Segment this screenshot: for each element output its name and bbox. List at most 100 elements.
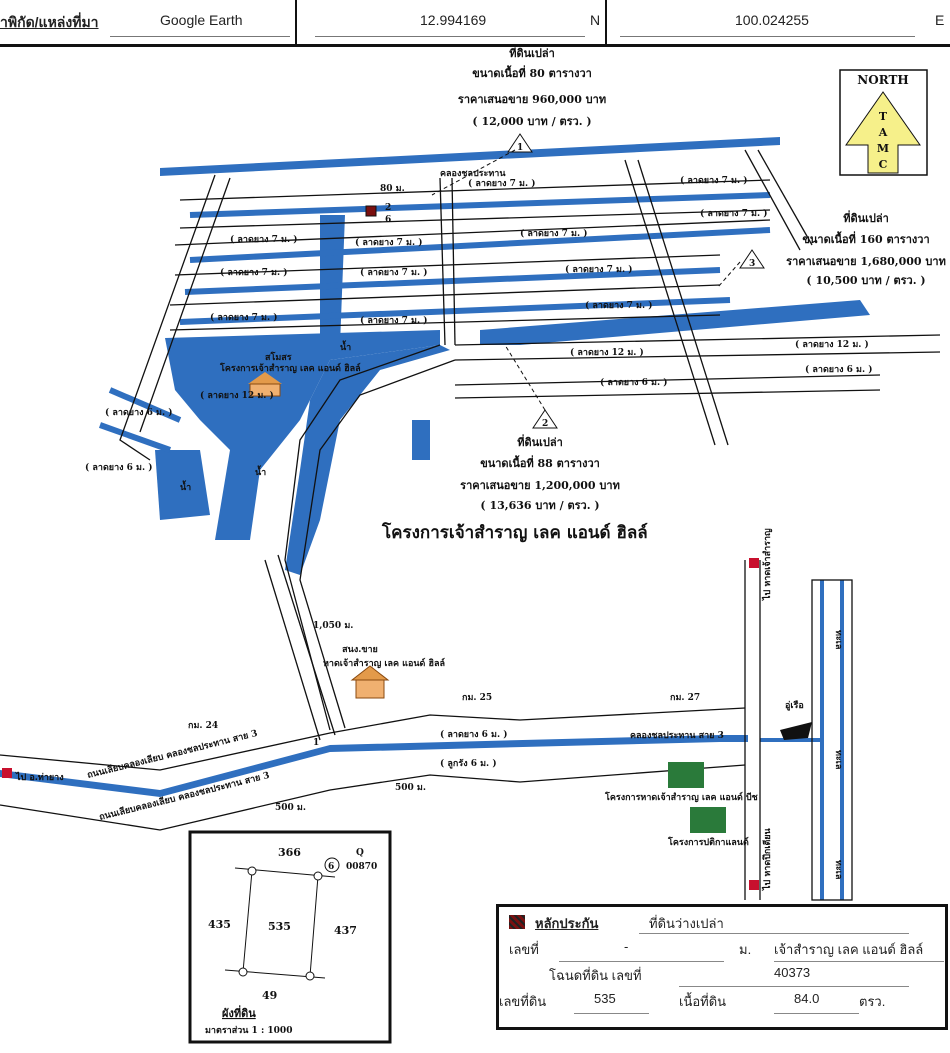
- canal-3-label: คลองชลประทาน สาย 3: [630, 730, 724, 741]
- area-value: 84.0: [794, 991, 820, 1006]
- map-label: 3: [749, 259, 755, 269]
- map-label: ผังที่ดิน: [222, 1005, 256, 1020]
- map-label: M: [877, 142, 889, 155]
- to-chaosamran-label: ไป หาดเจ้าสำราญ: [761, 528, 773, 601]
- distance-500-west: 500 ม.: [275, 803, 306, 813]
- beach-project-label: โครงการหาดเจ้าสำราญ เลค แอนด์ บีช: [604, 791, 758, 803]
- map-label: มาตราส่วน 1 : 1000: [205, 1025, 292, 1036]
- underline: [110, 36, 290, 37]
- house-no-value: -: [624, 939, 629, 954]
- map-label: 1: [517, 143, 523, 153]
- patika-project-icon: [690, 807, 726, 833]
- patika-project-label: โครงการปติกาแลนด์: [667, 836, 749, 848]
- road-label: ( ลาดยาง 12 ม. ): [200, 390, 274, 401]
- km-marker-24: กม. 24: [188, 721, 218, 731]
- sea-label: ทะเล: [833, 750, 843, 769]
- road-label: ( ลาดยาง 7 ม. ): [468, 178, 536, 189]
- map-label: 535: [268, 920, 291, 933]
- underline: [574, 1013, 649, 1014]
- canal-road-label-south: ถนนเลียบคลองเลียบ คลองชลประทาน สาย 3: [98, 770, 271, 823]
- water-label: น้ำ: [340, 340, 351, 353]
- beach-project-icon: [668, 762, 704, 788]
- land-no-value: 535: [594, 991, 616, 1006]
- underline: [639, 933, 909, 934]
- map-label: ขนาดเนื้อที่ 160 ตารางวา: [802, 231, 929, 246]
- underline: [315, 36, 585, 37]
- collateral-type: ที่ดินว่างเปล่า: [649, 916, 724, 931]
- distance-1050: 1,050 ม.: [313, 621, 353, 631]
- point-6-label: 6: [385, 215, 391, 225]
- divider: [295, 0, 297, 44]
- project-title: โครงการเจ้าสำราญ เลค แอนด์ ฮิลล์: [381, 522, 648, 543]
- map-label: T: [879, 110, 888, 123]
- road-label: ( ลาดยาง 7 ม. ): [700, 208, 768, 219]
- road-label: ( ลาดยาง 6 ม. ): [105, 407, 173, 418]
- water-label: น้ำ: [255, 465, 266, 478]
- moo-value: เจ้าสำราญ เลค แอนด์ ฮิลล์: [774, 942, 924, 957]
- redacted-area: [0, 68, 182, 148]
- area-unit: ตรว.: [859, 994, 886, 1009]
- distance-80: 80 ม.: [380, 184, 405, 194]
- underline: [679, 986, 909, 987]
- map-label: 6: [328, 862, 334, 872]
- marker-to-thayang-icon: [2, 768, 12, 778]
- road-label: ( ลาดยาง 7 ม. ): [360, 315, 428, 326]
- underline: [774, 1013, 859, 1014]
- map-label: ราคาเสนอขาย 960,000 บาท: [458, 93, 606, 106]
- area-label: เนื้อที่ดิน: [679, 994, 727, 1009]
- callout-1: 1 ที่ดินเปล่า ขนาดเนื้อที่ 80 ตารางวา รา…: [431, 45, 606, 196]
- to-thayang-label: ไป อ.ท่ายาง: [15, 771, 64, 783]
- road-label: ( ลาดยาง 7 ม. ): [585, 300, 653, 311]
- road-label: ( ลาดยาง 7 ม. ): [230, 234, 298, 245]
- map-label: A: [878, 126, 888, 139]
- sales-office-icon: [350, 665, 390, 699]
- latitude-value: 12.994169: [420, 12, 487, 28]
- sales-office-label: สนง.ขาย: [342, 645, 378, 655]
- to-puektian-label: ไป หาดปึกเตียน: [761, 827, 773, 891]
- source-value: Google Earth: [160, 12, 243, 28]
- underline: [774, 961, 944, 962]
- map-label: 435: [208, 918, 231, 931]
- map-label: ที่ดินเปล่า: [509, 45, 555, 60]
- point-1-label: 1: [313, 738, 319, 748]
- club-project-label: โครงการเจ้าสำราญ เลค แอนด์ ฮิลล์: [219, 362, 361, 374]
- laterite-road-label: ( ลูกรัง 6 ม. ): [440, 758, 497, 769]
- road-label: ( ลาดยาง 12 ม. ): [570, 347, 644, 358]
- land-no-label: เลขที่ดิน: [499, 994, 547, 1009]
- collateral-info-panel: หลักประกัน ที่ดินว่างเปล่า เลขที่ - ม. เ…: [496, 904, 948, 1030]
- sales-office-name: หาดเจ้าสำราญ เลค แอนด์ ฮิลล์: [323, 657, 445, 669]
- boat-icon: [780, 722, 812, 740]
- marker-to-puektian-icon: [749, 880, 759, 890]
- road-label: ( ลาดยาง 6 ม. ): [805, 364, 873, 375]
- north-arrow-compass: NORTH T A M C: [839, 69, 928, 176]
- road-label: ( ลาดยาง 7 ม. ): [355, 237, 423, 248]
- underline: [559, 961, 724, 962]
- road-label: ( ลาดยาง 7 ม. ): [210, 312, 278, 323]
- point-2-label: 2: [385, 203, 391, 213]
- road-label: ( ลาดยาง 12 ม. ): [795, 339, 869, 350]
- road-label: ( ลาดยาง 7 ม. ): [360, 267, 428, 278]
- road-label: ( ลาดยาง 6 ม. ): [600, 377, 668, 388]
- map-label: C: [879, 158, 888, 171]
- map-label: 49: [262, 989, 277, 1002]
- longitude-value: 100.024255: [735, 12, 809, 28]
- collateral-swatch-icon: [509, 915, 525, 929]
- water-bodies: [0, 137, 870, 900]
- club-house-icon: [248, 372, 282, 397]
- road-label: ( ลาดยาง 6 ม. ): [85, 462, 153, 473]
- map-label: 437: [334, 924, 357, 937]
- sea-label: ทะเล: [833, 630, 843, 649]
- distance-500-east: 500 ม.: [395, 783, 426, 793]
- boatyard-label: อู่เรือ: [785, 699, 804, 711]
- map-label: NORTH: [857, 73, 908, 87]
- longitude-dir: E: [935, 12, 945, 28]
- deed-label: โฉนดที่ดิน เลขที่: [549, 968, 642, 983]
- sea-label: ทะเล: [833, 860, 843, 879]
- deed-value: 40373: [774, 965, 811, 980]
- map-label: ราคาเสนอขาย 1,200,000 บาท: [460, 479, 620, 492]
- parcel-plan: 6 Q 00870 366 435 535 437 49 ผังที่ดิน ม…: [188, 830, 392, 1044]
- map-label: 2: [542, 419, 548, 429]
- map-label: Q: [356, 848, 364, 858]
- underline: [620, 36, 915, 37]
